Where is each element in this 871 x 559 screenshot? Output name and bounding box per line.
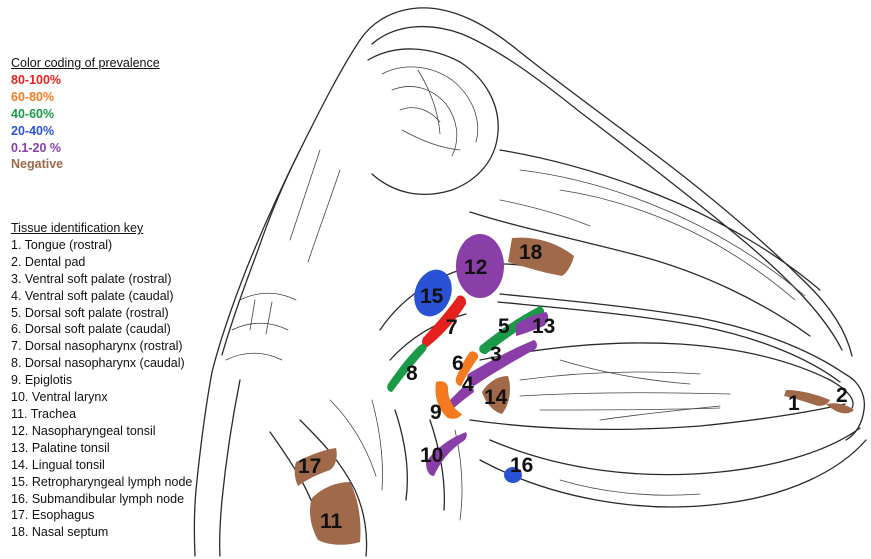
legend-item-0-1-20: 0.1-20 % [11,140,160,157]
tissue-key-item: 12. Nasopharyngeal tonsil [11,423,192,440]
marker-13: 13 [532,315,555,338]
tissue-key-item: 17. Esophagus [11,507,192,524]
marker-11: 11 [320,510,343,533]
marker-1: 1 [788,392,800,415]
legend-item-60-80: 60-80% [11,89,160,106]
tissue-key-item: 8. Dorsal nasopharynx (caudal) [11,355,192,372]
tissue-key-item: 2. Dental pad [11,254,192,271]
marker-4: 4 [462,373,474,396]
tissue-regions [295,234,854,545]
tissue-key-item: 5. Dorsal soft palate (rostral) [11,305,192,322]
marker-2: 2 [836,384,848,407]
tissue-key-item: 7. Dorsal nasopharynx (rostral) [11,338,192,355]
tissue-key-item: 15. Retropharyngeal lymph node [11,474,192,491]
tissue-key-item: 4. Ventral soft palate (caudal) [11,288,192,305]
marker-5: 5 [498,315,510,338]
legend-item-20-40: 20-40% [11,123,160,140]
legend-item-80-100: 80-100% [11,72,160,89]
tissue-key-title: Tissue identification key [11,220,192,237]
legend-item-40-60: 40-60% [11,106,160,123]
tissue-key-item: 14. Lingual tonsil [11,457,192,474]
marker-6: 6 [452,352,464,375]
tissue-key-item: 11. Trachea [11,406,192,423]
tissue-key-item: 10. Ventral larynx [11,389,192,406]
tissue-key-item: 13. Palatine tonsil [11,440,192,457]
marker-15: 15 [420,285,444,308]
region-numbers: 1 2 3 4 5 6 7 8 9 10 11 12 13 14 15 16 1… [298,241,848,533]
color-legend-title: Color coding of prevalence [11,55,160,72]
marker-17: 17 [298,455,321,478]
tissue-key-item: 9. Epiglotis [11,372,192,389]
marker-9: 9 [430,401,442,424]
tissue-key-item: 18. Nasal septum [11,524,192,541]
tissue-identification-key: Tissue identification key 1. Tongue (ros… [11,220,192,541]
tissue-key-item: 16. Submandibular lymph node [11,491,192,508]
legend-item-negative: Negative [11,156,160,173]
marker-10: 10 [420,444,443,467]
marker-3: 3 [490,343,502,366]
prevalence-color-legend: Color coding of prevalence 80-100% 60-80… [11,55,160,173]
marker-16: 16 [510,454,533,477]
marker-12: 12 [464,256,487,279]
marker-8: 8 [406,362,418,385]
tissue-key-item: 6. Dorsal soft palate (caudal) [11,321,192,338]
tissue-key-item: 1. Tongue (rostral) [11,237,192,254]
marker-18: 18 [519,241,543,264]
marker-14: 14 [484,386,508,409]
marker-7: 7 [446,316,458,339]
tissue-key-item: 3. Ventral soft palate (rostral) [11,271,192,288]
